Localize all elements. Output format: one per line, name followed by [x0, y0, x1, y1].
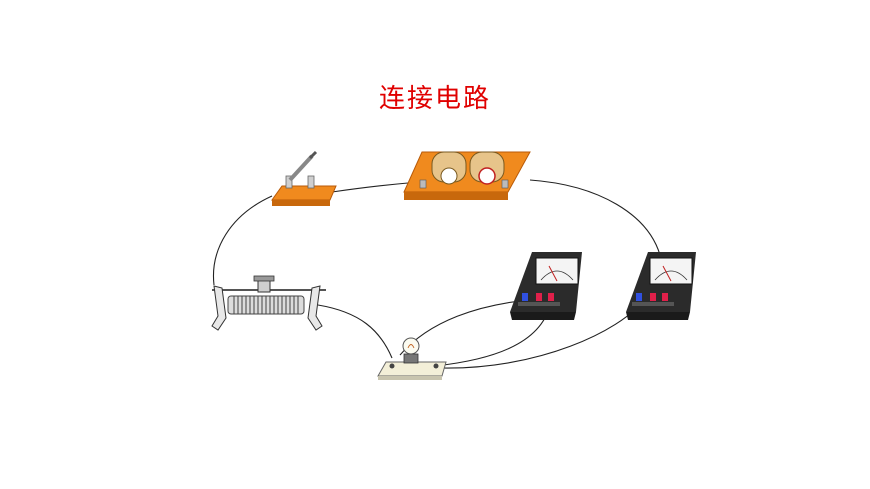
page-title: 连接电路 — [378, 84, 491, 114]
wire-switch-rheostat — [212, 195, 273, 286]
wire-switch-battery — [331, 182, 409, 193]
bulb-icon — [377, 337, 447, 380]
switch-icon — [271, 150, 337, 206]
wire-battery-voltmeter — [529, 179, 661, 256]
meter-icon — [626, 252, 696, 320]
wires — [212, 179, 661, 369]
rheostat-icon — [211, 275, 326, 331]
meter-icon — [510, 252, 582, 320]
wire-rheostat-bulb — [317, 304, 393, 359]
battery-icon — [403, 151, 531, 200]
